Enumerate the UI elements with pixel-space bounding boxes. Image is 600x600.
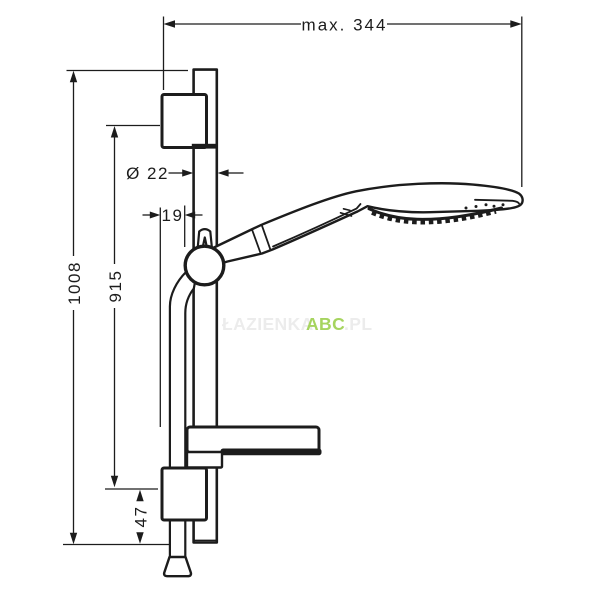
dimension-total-height: 1008 xyxy=(63,69,188,546)
nozzle-dot xyxy=(464,206,468,210)
arrowhead xyxy=(136,489,144,502)
nozzle-dot xyxy=(474,205,478,208)
dim-label-total-height: 1008 xyxy=(65,261,84,305)
arrowhead xyxy=(182,169,194,177)
watermark-prefix: ŁAZIENKA xyxy=(222,314,314,334)
dimension-max-width: max. 344 xyxy=(162,15,523,187)
select-button-line xyxy=(342,208,351,212)
watermark-brand: ABC xyxy=(306,314,345,334)
soap-dish-lip xyxy=(220,448,322,456)
nozzle-dot xyxy=(484,203,488,207)
dim-label-bottom-offset: 47 xyxy=(131,506,150,528)
head-contour-line xyxy=(474,198,520,205)
dimension-bar-height: 915 xyxy=(105,124,160,490)
dim-label-hose-offset: 19 xyxy=(162,206,184,225)
grip-ring-line xyxy=(251,228,262,254)
slider-knob xyxy=(183,244,226,287)
top-wall-bracket xyxy=(160,93,208,149)
shower-rail xyxy=(192,68,219,544)
slider-release-pin xyxy=(196,228,213,248)
arrowhead xyxy=(69,532,78,545)
arrowhead xyxy=(110,475,119,488)
spray-nozzles xyxy=(367,203,505,225)
hand-shower xyxy=(212,182,524,266)
dimension-bottom-offset: 47 xyxy=(131,489,150,544)
dimension-hose-offset: 19 xyxy=(142,205,203,427)
hose-nut xyxy=(162,555,193,578)
arrowhead xyxy=(163,20,175,28)
arrowhead xyxy=(184,211,196,219)
nozzle-dot xyxy=(501,203,505,207)
grip-ring-line xyxy=(260,224,272,251)
dim-label-bar-height: 915 xyxy=(106,270,125,303)
soap-dish-mount xyxy=(185,450,224,469)
arrowhead xyxy=(110,126,119,138)
grip-contour-line xyxy=(272,203,362,248)
arrowhead xyxy=(149,211,161,219)
dim-label-rail-diameter: Ø 22 xyxy=(126,164,169,183)
dimension-rail-diameter: Ø 22 xyxy=(126,164,244,183)
bottom-wall-bracket xyxy=(160,466,208,522)
nozzle-teeth-row xyxy=(371,209,497,225)
hand-shower-body xyxy=(212,182,524,266)
rail-clamp-band xyxy=(191,143,218,149)
watermark: ŁAZIENKA ABC .PL xyxy=(222,314,372,334)
select-button-line xyxy=(339,212,353,217)
arrowhead xyxy=(136,532,144,544)
nozzle-dot xyxy=(492,204,496,208)
arrowhead xyxy=(69,70,78,83)
soap-dish xyxy=(185,425,322,469)
watermark-suffix: .PL xyxy=(344,314,372,334)
arrowhead xyxy=(510,20,522,28)
dim-label-max-width: max. 344 xyxy=(302,15,388,34)
arrowhead xyxy=(217,169,229,177)
